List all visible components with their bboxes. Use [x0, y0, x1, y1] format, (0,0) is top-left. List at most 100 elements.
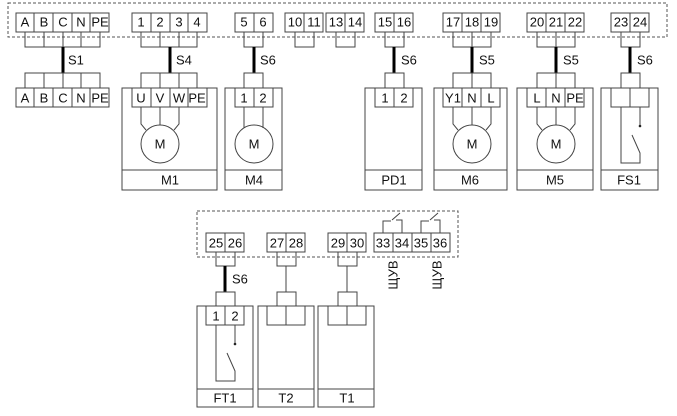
cable-label-s5: S5	[563, 53, 579, 68]
terminal-group-m5: 20 21 22	[526, 12, 585, 33]
terminal-group-fs1: 23 24	[610, 12, 650, 33]
device-label: M5	[546, 173, 564, 188]
relay-label-shchuv: ЩУВ	[386, 260, 401, 289]
device-m5: L N PE M M5	[516, 87, 594, 191]
motor-icon	[234, 124, 274, 164]
terminal-label: A	[21, 15, 30, 30]
terminal-label: 35	[414, 236, 428, 251]
terminal-label: PE	[91, 91, 109, 106]
terminal-label: 21	[549, 15, 563, 30]
motor-icon	[536, 124, 576, 164]
terminal-label: L	[533, 91, 540, 106]
terminal-group-10-11: 10 11	[284, 12, 324, 33]
terminal-label: 27	[270, 236, 284, 251]
wire-t2	[276, 252, 297, 306]
device-label: PD1	[381, 173, 406, 188]
terminal-label: 33	[376, 236, 390, 251]
terminal-label: 2	[400, 91, 407, 106]
terminal-label: 18	[465, 15, 479, 30]
terminal-label: C	[58, 91, 67, 106]
terminal-group-m6: 17 18 19	[442, 12, 501, 33]
terminal-label: 26	[228, 236, 242, 251]
motor-symbol: M	[551, 137, 562, 152]
terminal-label: B	[40, 15, 49, 30]
terminal-label: PE	[188, 91, 206, 106]
device-label: FS1	[617, 173, 641, 188]
terminal-label: 16	[397, 15, 411, 30]
device-m6: Y1 N L M M6	[433, 87, 508, 191]
terminal-label: 28	[289, 236, 303, 251]
terminal-label: L	[487, 91, 494, 106]
cable-label-s6: S6	[260, 53, 276, 68]
stub-10-11	[294, 32, 315, 48]
cable-s1: S1	[24, 32, 101, 88]
device-label: M1	[161, 173, 179, 188]
terminal-label: 30	[350, 236, 364, 251]
relay-label-shchuv: ЩУВ	[430, 260, 445, 289]
terminal-label: 2	[259, 91, 266, 106]
terminal-label: W	[173, 91, 186, 106]
terminal-label: N	[76, 15, 85, 30]
terminal-group-ft1: 25 26	[205, 232, 245, 253]
terminal-label: 1	[137, 15, 144, 30]
terminal-label: N	[76, 91, 85, 106]
terminal-label: 22	[568, 15, 582, 30]
device-t1: T1	[317, 305, 375, 408]
switch-contact-icon	[215, 325, 237, 382]
device-label: T2	[278, 391, 293, 406]
motor-symbol: M	[467, 137, 478, 152]
terminal-label: 23	[614, 15, 628, 30]
cable-label-s1: S1	[68, 53, 84, 68]
terminal-label: U	[136, 91, 145, 106]
cable-s6-m4: S6	[243, 32, 276, 88]
device-label: M4	[245, 173, 263, 188]
terminal-group-m1: 1 2 3 4	[131, 12, 208, 33]
terminal-label: 2	[231, 309, 238, 324]
cable-s5-m6: S5	[452, 32, 495, 88]
wire-t1	[337, 252, 358, 306]
cable-label-s6: S6	[232, 272, 248, 287]
terminal-label: A	[21, 91, 30, 106]
cable-s6-pd1: S6	[384, 32, 417, 88]
relay-contact-icon	[420, 212, 441, 233]
terminal-group-pd1: 15 16	[374, 12, 414, 33]
terminal-group-13-14: 13 14	[325, 12, 365, 33]
terminal-label: 15	[378, 15, 392, 30]
terminal-label: C	[58, 15, 67, 30]
terminal-label: B	[40, 91, 49, 106]
terminal-label: 5	[240, 15, 247, 30]
cable-label-s6: S6	[637, 53, 653, 68]
motor-symbol: M	[249, 137, 260, 152]
terminal-label: 36	[433, 236, 447, 251]
terminal-label: 25	[209, 236, 223, 251]
terminal-label: 11	[307, 15, 321, 30]
terminal-group-m4: 5 6	[234, 12, 274, 33]
terminal-label: 13	[329, 15, 343, 30]
cable-label-s5: S5	[479, 53, 495, 68]
controller-boundary-bottom	[196, 210, 459, 258]
motor-symbol: M	[155, 137, 166, 152]
terminal-label: 1	[240, 91, 247, 106]
cable-s6-fs1: S6	[620, 32, 653, 88]
device-ft1: 1 2 FT1	[196, 305, 254, 408]
device-fs1: FS1	[600, 87, 659, 191]
terminal-label: N	[467, 91, 476, 106]
controller-boundary-top	[7, 2, 668, 38]
terminal-label: 3	[175, 15, 182, 30]
device-label: FT1	[213, 391, 236, 406]
terminal-label: 4	[193, 15, 200, 30]
terminal-label: Y1	[445, 91, 461, 106]
external-terminal-block: A B C N PE	[15, 87, 110, 108]
stub-13-14	[335, 32, 356, 48]
device-pd1: 1 2 PD1	[364, 87, 423, 191]
cable-s5-m5: S5	[536, 32, 579, 88]
terminal-label: 34	[395, 236, 409, 251]
terminal-label: PE	[91, 15, 109, 30]
terminal-label: 6	[259, 15, 266, 30]
terminal-label: 17	[446, 15, 460, 30]
device-t2: T2	[257, 305, 315, 408]
terminal-label: 1	[212, 309, 219, 324]
cable-label-s6: S6	[401, 53, 417, 68]
cable-s6-ft1: S6	[215, 252, 248, 306]
